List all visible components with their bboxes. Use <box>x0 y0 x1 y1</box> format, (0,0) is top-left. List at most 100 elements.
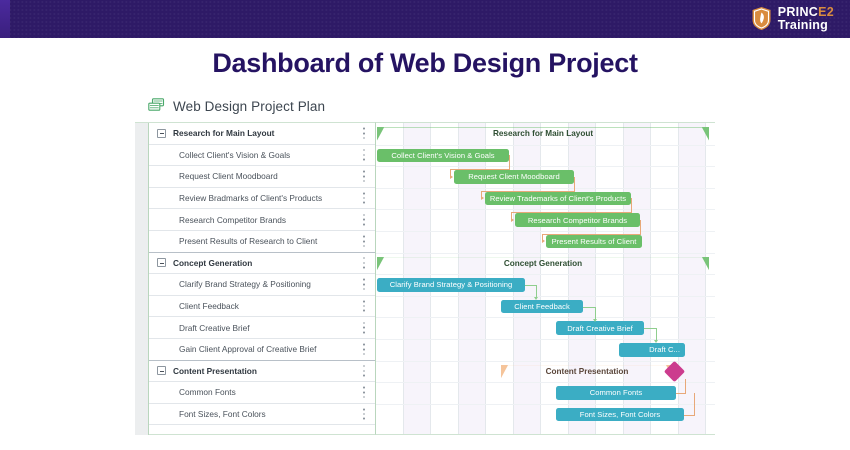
gantt-grid-body: Research for Main Layout Collect Client'… <box>135 122 715 435</box>
dependency-link <box>676 393 686 394</box>
task-bar-label: Client Feedback <box>514 302 570 312</box>
task-bar[interactable]: Font Sizes, Font Colors <box>556 407 684 422</box>
collapse-icon[interactable] <box>157 366 166 376</box>
task-bar[interactable]: Review Trademarks of Client's Products <box>485 191 631 206</box>
table-row[interactable]: Draft Creative Brief <box>149 317 375 339</box>
logo-training-text: Training <box>777 17 828 32</box>
task-label: Draft Creative Brief <box>179 322 250 333</box>
task-label: Present Results of Research to Client <box>179 236 318 247</box>
row-menu-icon[interactable] <box>363 322 365 334</box>
row-menu-icon[interactable] <box>363 127 365 139</box>
row-menu-icon[interactable] <box>363 386 365 398</box>
table-row-group-research[interactable]: Research for Main Layout <box>149 123 375 145</box>
row-menu-icon[interactable] <box>363 214 365 226</box>
task-bar-label: Request Client Moodboard <box>468 172 560 182</box>
dependency-link <box>583 306 596 308</box>
dependency-arrow <box>481 196 484 200</box>
task-bar[interactable]: Research Competitor Brands <box>515 213 640 227</box>
task-bar[interactable]: Common Fonts <box>556 386 676 400</box>
dependency-arrow <box>511 217 514 222</box>
grid-column <box>651 123 679 434</box>
table-row-group-content[interactable]: Content Presentation <box>149 361 375 383</box>
dependency-link <box>481 190 482 199</box>
grid-row-line <box>376 144 715 146</box>
row-menu-icon[interactable] <box>363 278 365 290</box>
grid-row-line <box>376 403 715 405</box>
grid-column <box>678 123 706 434</box>
row-menu-icon[interactable] <box>363 343 365 355</box>
collapse-icon[interactable] <box>157 258 166 268</box>
table-row[interactable]: Common Fonts <box>149 382 375 404</box>
task-bar[interactable]: Collect Client's Vision & Goals <box>377 148 509 162</box>
table-row[interactable]: Gain Client Approval of Creative Brief <box>149 339 375 361</box>
table-row[interactable]: Review Bradmarks of Client's Products <box>149 188 375 210</box>
task-label: Request Client Moodboard <box>179 171 278 182</box>
summary-bar-concept[interactable]: Concept Generation <box>377 257 709 271</box>
dependency-link <box>684 415 695 416</box>
task-label: Gain Client Approval of Creative Brief <box>179 344 317 355</box>
row-menu-icon[interactable] <box>363 149 365 161</box>
prince2-training-logo: PRINCE2 Training <box>751 6 834 32</box>
dependency-link <box>450 169 451 177</box>
gantt-screenshot: Web Design Project Plan Research for Mai… <box>135 90 715 435</box>
dependency-link <box>644 328 657 329</box>
dependency-arrow <box>450 174 453 179</box>
table-row[interactable]: Clarify Brand Strategy & Positioning <box>149 274 375 296</box>
grid-row-line <box>376 295 715 297</box>
task-bar-label: Collect Client's Vision & Goals <box>391 150 495 160</box>
app-header: Web Design Project Plan <box>135 90 715 122</box>
dependency-arrow <box>592 318 597 322</box>
task-label: Research Competitor Brands <box>179 214 286 225</box>
summary-bar-label: Research for Main Layout <box>492 129 594 139</box>
task-bar[interactable]: Request Client Moodboard <box>454 170 574 184</box>
collapse-icon[interactable] <box>157 128 166 138</box>
row-menu-icon[interactable] <box>363 192 365 204</box>
brand-accent-stripe <box>0 0 10 38</box>
grid-row-line <box>376 209 715 211</box>
dependency-link <box>685 379 686 394</box>
dependency-link <box>450 169 510 170</box>
table-row[interactable]: Research Competitor Brands <box>149 209 375 231</box>
tree-gutter <box>135 123 149 435</box>
task-label: Review Bradmarks of Client's Products <box>179 193 323 204</box>
task-label: Common Fonts <box>179 387 236 398</box>
task-bar[interactable]: Draft Creative Brief <box>556 321 644 335</box>
task-bar[interactable]: Present Results of Client <box>546 234 642 249</box>
table-row[interactable]: Client Feedback <box>149 296 375 318</box>
grid-row-line <box>376 252 715 254</box>
grid-row-line <box>376 274 715 276</box>
table-row-group-concept[interactable]: Concept Generation <box>149 253 375 275</box>
grid-row-line <box>376 166 715 168</box>
task-bar-label: Draft Creative Brief <box>567 323 633 333</box>
dependency-link <box>481 190 575 192</box>
table-row[interactable]: Font Sizes, Font Colors <box>149 404 375 426</box>
brand-header-bar: PRINCE2 Training <box>0 0 850 38</box>
table-row[interactable]: Present Results of Research to Client <box>149 231 375 253</box>
task-bar[interactable]: Draft C... <box>619 343 685 357</box>
row-menu-icon[interactable] <box>363 235 365 247</box>
task-bar[interactable]: Clarify Brand Strategy & Positioning <box>377 278 525 292</box>
summary-bar-content[interactable]: Content Presentation <box>501 365 673 379</box>
grid-row-line <box>376 360 715 362</box>
row-menu-icon[interactable] <box>363 170 365 182</box>
row-menu-icon[interactable] <box>363 408 365 420</box>
row-menu-icon[interactable] <box>363 365 365 377</box>
dependency-link <box>595 306 596 320</box>
task-bar[interactable]: Client Feedback <box>501 299 583 314</box>
dependency-link <box>525 285 537 286</box>
dependency-link <box>640 219 641 234</box>
table-row[interactable]: Request Client Moodboard <box>149 166 375 188</box>
row-menu-icon[interactable] <box>363 257 365 269</box>
task-label: Research for Main Layout <box>173 128 275 139</box>
table-row[interactable]: Collect Client's Vision & Goals <box>149 145 375 167</box>
grid-column <box>596 123 624 434</box>
task-bar-label: Present Results of Client <box>551 237 637 247</box>
gantt-chart-pane[interactable]: Research for Main Layout Collect Client'… <box>375 122 715 435</box>
grid-column <box>541 123 569 434</box>
summary-bar-research[interactable]: Research for Main Layout <box>377 127 709 141</box>
grid-row-line <box>376 317 715 319</box>
summary-bar-label: Content Presentation <box>545 366 629 376</box>
row-menu-icon[interactable] <box>363 300 365 312</box>
task-label: Clarify Brand Strategy & Positioning <box>179 279 311 290</box>
shield-icon <box>752 7 771 31</box>
